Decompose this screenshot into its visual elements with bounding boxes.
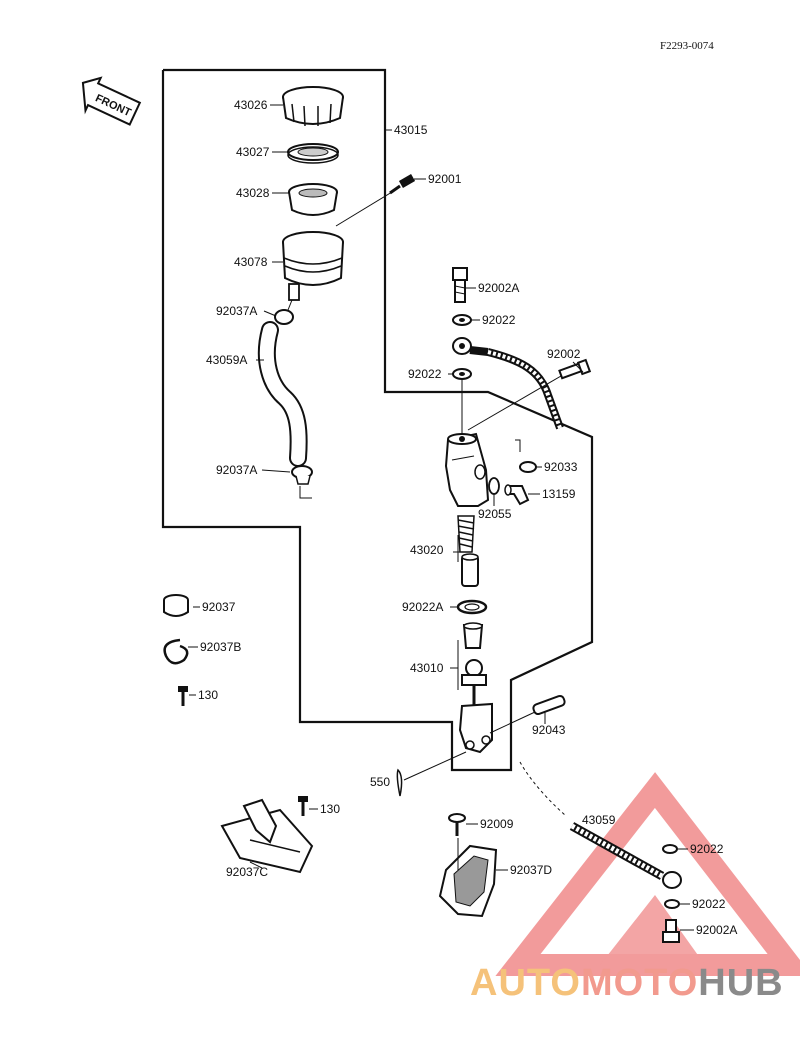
bracket-92037c	[220, 798, 314, 874]
label-43015: 43015	[394, 123, 428, 137]
screw-92001	[335, 174, 416, 227]
watermark-hub: HUB	[698, 962, 783, 1004]
label-92022-b: 92022	[408, 367, 442, 381]
label-92037b: 92037B	[200, 640, 241, 654]
bolt-92002a	[452, 267, 468, 303]
label-92055: 92055	[478, 507, 512, 521]
clip-92037b	[163, 638, 189, 665]
elbow-13159	[504, 484, 530, 506]
watermark-auto: AUTO	[470, 962, 581, 1004]
label-92037c: 92037C	[226, 865, 268, 879]
drawing-code: F2293-0074	[660, 40, 714, 52]
cap-plate	[287, 143, 339, 164]
screw-130-b	[298, 796, 308, 816]
screw-92009	[448, 813, 466, 836]
label-43059a: 43059A	[206, 353, 247, 367]
label-92037a-top: 92037A	[216, 304, 257, 318]
grommet-92037	[163, 594, 189, 617]
label-92022-d: 92022	[692, 897, 726, 911]
label-43028: 43028	[236, 186, 270, 200]
label-92033: 92033	[544, 460, 578, 474]
label-92022-a: 92022	[482, 313, 516, 327]
pushrod-assembly	[458, 622, 493, 754]
label-92022-c: 92022	[690, 842, 724, 856]
bolt-92002	[467, 358, 592, 431]
hose-43059	[569, 822, 682, 889]
clamp-92037a-top	[274, 299, 294, 325]
ring-92033	[519, 461, 537, 473]
label-550: 550	[370, 775, 390, 789]
label-43059: 43059	[582, 813, 616, 827]
label-43026: 43026	[234, 98, 268, 112]
washer-92022-c	[662, 844, 678, 854]
pin-92043	[489, 694, 566, 734]
label-92022a: 92022A	[402, 600, 443, 614]
screw-130-a	[178, 686, 188, 706]
piston-spring	[457, 515, 479, 587]
label-92037d: 92037D	[510, 863, 552, 877]
guard-92037d	[438, 844, 498, 918]
bolt-92002a-low	[662, 919, 680, 943]
label-92043: 92043	[532, 723, 566, 737]
watermark-logo: AUTOMOTOHUB	[470, 962, 784, 1004]
label-92002a-top: 92002A	[478, 281, 519, 295]
clamp-92037a-low	[291, 465, 313, 499]
reservoir-tank	[282, 231, 344, 301]
diaphragm	[288, 183, 338, 216]
label-43020: 43020	[410, 543, 444, 557]
cotter-pin-550	[396, 751, 467, 797]
watermark-triangle	[495, 772, 800, 976]
assembly-outline	[161, 68, 594, 772]
reservoir-cap	[282, 86, 344, 127]
label-92002: 92002	[547, 347, 581, 361]
watermark-moto: MOTO	[581, 962, 698, 1004]
label-92037a-low: 92037A	[216, 463, 257, 477]
master-cylinder-body	[444, 432, 490, 507]
label-130-b: 130	[320, 802, 340, 816]
banjo-fitting	[452, 337, 564, 430]
label-92009: 92009	[480, 817, 514, 831]
label-43027: 43027	[236, 145, 270, 159]
label-92002a-low: 92002A	[696, 923, 737, 937]
label-43010: 43010	[410, 661, 444, 675]
label-92001: 92001	[428, 172, 462, 186]
front-arrow-icon: FRONT	[81, 76, 142, 126]
label-130-a: 130	[198, 688, 218, 702]
label-13159: 13159	[542, 487, 576, 501]
oring-92055	[488, 477, 500, 495]
label-43078: 43078	[234, 255, 268, 269]
washer-92022-d	[664, 899, 680, 909]
svg-text:AUTOMOTOHUB: AUTOMOTOHUB	[470, 962, 784, 1004]
label-92037: 92037	[202, 600, 236, 614]
